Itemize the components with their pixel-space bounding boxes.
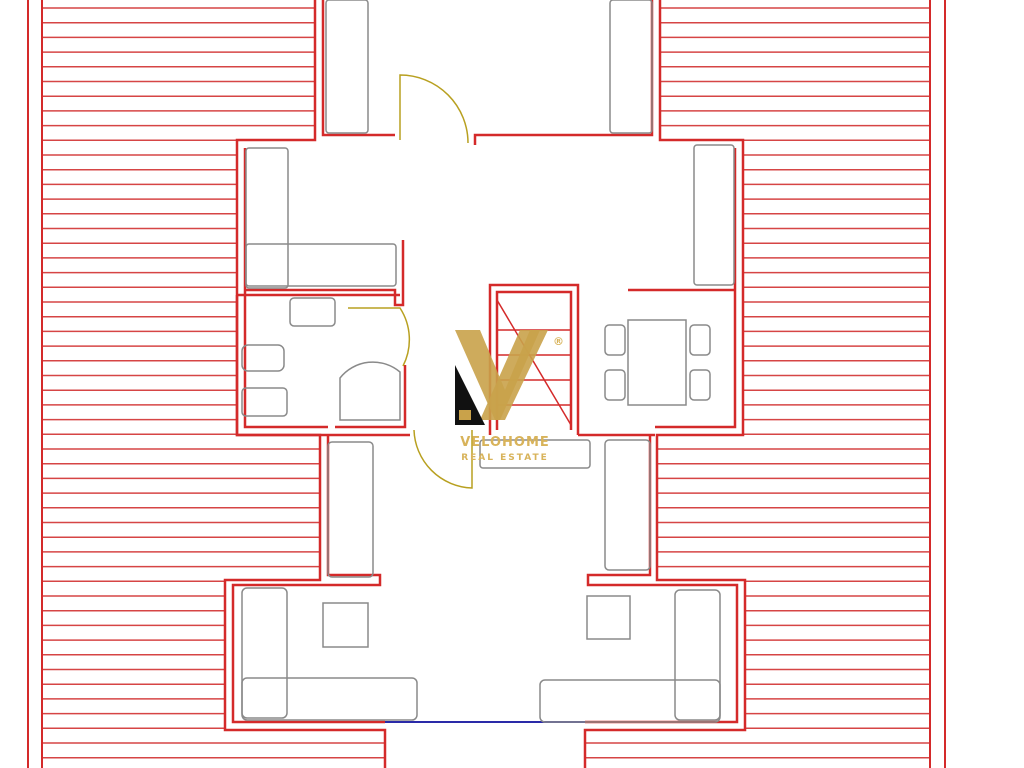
doors	[348, 74, 473, 489]
toilet	[241, 387, 288, 417]
furniture	[241, 0, 735, 723]
sofa-right	[674, 589, 721, 721]
bathtub	[241, 344, 285, 372]
logo-registered: ®	[553, 335, 564, 348]
side-table-left	[322, 602, 369, 648]
logo-tagline: REAL ESTATE	[461, 453, 549, 463]
logo-brand: VELOHOME	[460, 435, 550, 450]
walls	[223, 0, 747, 768]
velohome-logo: ® VELOHOME REAL ESTATE	[455, 330, 564, 463]
tv-unit	[479, 439, 591, 469]
sink	[289, 297, 336, 327]
roof-hatching	[42, 7, 930, 759]
outer-border	[27, 0, 946, 768]
dining-table	[627, 319, 687, 406]
side-table-right	[586, 595, 631, 640]
wardrobe-right	[604, 439, 651, 571]
sofa-left	[241, 587, 288, 719]
shower	[339, 361, 401, 421]
wardrobe-left	[327, 441, 374, 578]
